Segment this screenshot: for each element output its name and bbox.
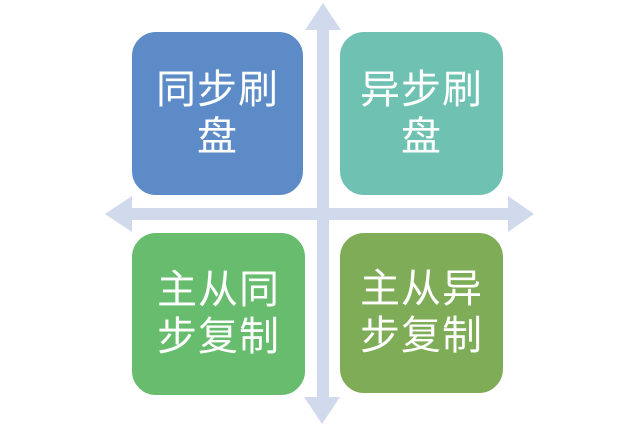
quadrant-label-line: 主从同 bbox=[157, 268, 280, 312]
quadrant-label-line: 步复制 bbox=[360, 314, 483, 358]
arrowhead-right-icon bbox=[508, 196, 534, 232]
arrowhead-left-icon bbox=[105, 196, 132, 232]
quadrant-async-flush: 异步刷 盘 bbox=[338, 30, 505, 197]
quadrant-sync-flush: 同步刷 盘 bbox=[130, 30, 305, 197]
horizontal-axis bbox=[105, 196, 534, 232]
quadrant-master-slave-sync-replication: 主从同 步复制 bbox=[130, 231, 307, 397]
quadrant-label-line: 盘 bbox=[401, 114, 442, 159]
arrowhead-down-icon bbox=[304, 397, 340, 424]
quadrant-label-line: 主从异 bbox=[360, 267, 483, 311]
arrowhead-up-icon bbox=[305, 3, 341, 30]
quadrant-label-line: 步复制 bbox=[157, 315, 280, 359]
quadrant-label-line: 同步刷 bbox=[156, 67, 279, 112]
quadrant-label-line: 盘 bbox=[197, 114, 238, 159]
quadrant-master-slave-async-replication: 主从异 步复制 bbox=[338, 231, 505, 395]
quadrant-label-line: 异步刷 bbox=[360, 67, 483, 112]
